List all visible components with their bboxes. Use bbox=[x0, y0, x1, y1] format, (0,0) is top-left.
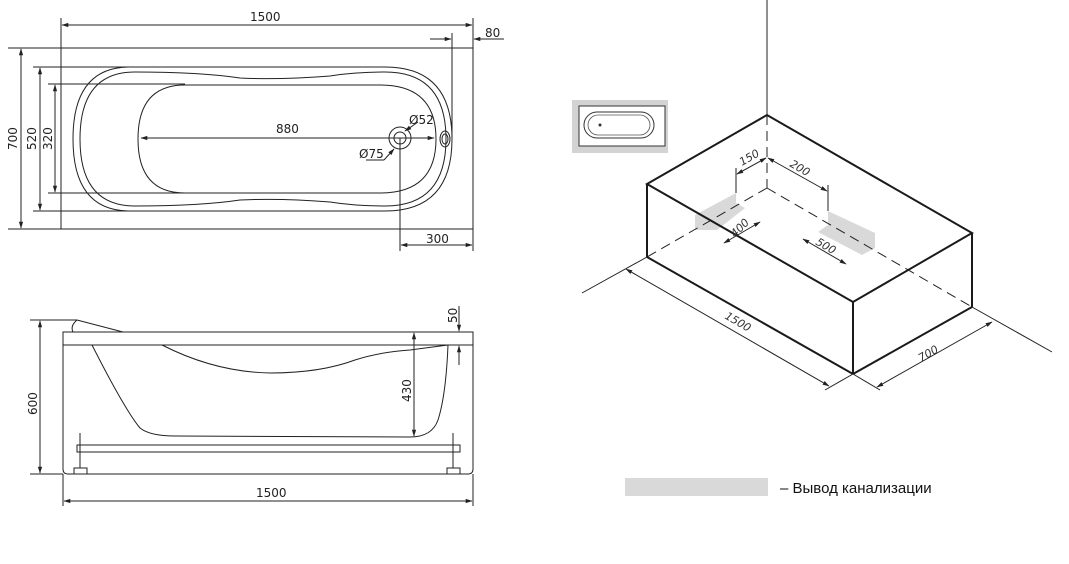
isometric-view: 1500 700 150 200 400 500 bbox=[572, 0, 1053, 391]
depth-label: 430 bbox=[400, 379, 414, 402]
box-top bbox=[644, 113, 974, 304]
drain-offset-label: 300 bbox=[426, 232, 449, 246]
legend: – Вывод канализации bbox=[625, 478, 932, 497]
legend-swatch bbox=[625, 478, 768, 496]
width-label: 700 bbox=[6, 127, 20, 150]
tub-rim bbox=[72, 66, 453, 212]
foot-right bbox=[446, 467, 461, 475]
overflow-offset-label: 80 bbox=[485, 26, 500, 40]
legend-label: – Вывод канализации bbox=[780, 480, 932, 497]
inner-width-label: 520 bbox=[25, 127, 39, 150]
bottom-width-label: 320 bbox=[41, 127, 55, 150]
tub-side-outline bbox=[62, 331, 474, 475]
iso-dim-400: 400 bbox=[728, 216, 752, 240]
tub-outer-outline bbox=[60, 47, 474, 230]
side-length-label: 1500 bbox=[256, 486, 287, 500]
overflow-hole bbox=[439, 130, 451, 148]
support-frame bbox=[76, 444, 461, 453]
iso-length-label: 1500 bbox=[723, 309, 754, 334]
iso-dim-150: 150 bbox=[737, 147, 762, 169]
overflow-diameter-label: Ø52 bbox=[409, 113, 434, 127]
drain-diameter-label: Ø75 bbox=[359, 147, 384, 161]
tub-basin bbox=[137, 84, 437, 194]
drain-zone-2 bbox=[818, 211, 875, 255]
side-view: 600 430 50 1500 bbox=[26, 306, 474, 506]
foot-left bbox=[73, 467, 88, 475]
iso-width-label: 700 bbox=[916, 343, 941, 365]
drain-zone-1 bbox=[695, 193, 745, 230]
height-label: 600 bbox=[26, 392, 40, 415]
rim-label: 50 bbox=[446, 308, 460, 323]
length-label: 1500 bbox=[250, 10, 281, 24]
top-view: 1500 80 700 520 320 880 Ø52 Ø75 300 bbox=[6, 10, 504, 251]
bottom-length-label: 880 bbox=[276, 122, 299, 136]
